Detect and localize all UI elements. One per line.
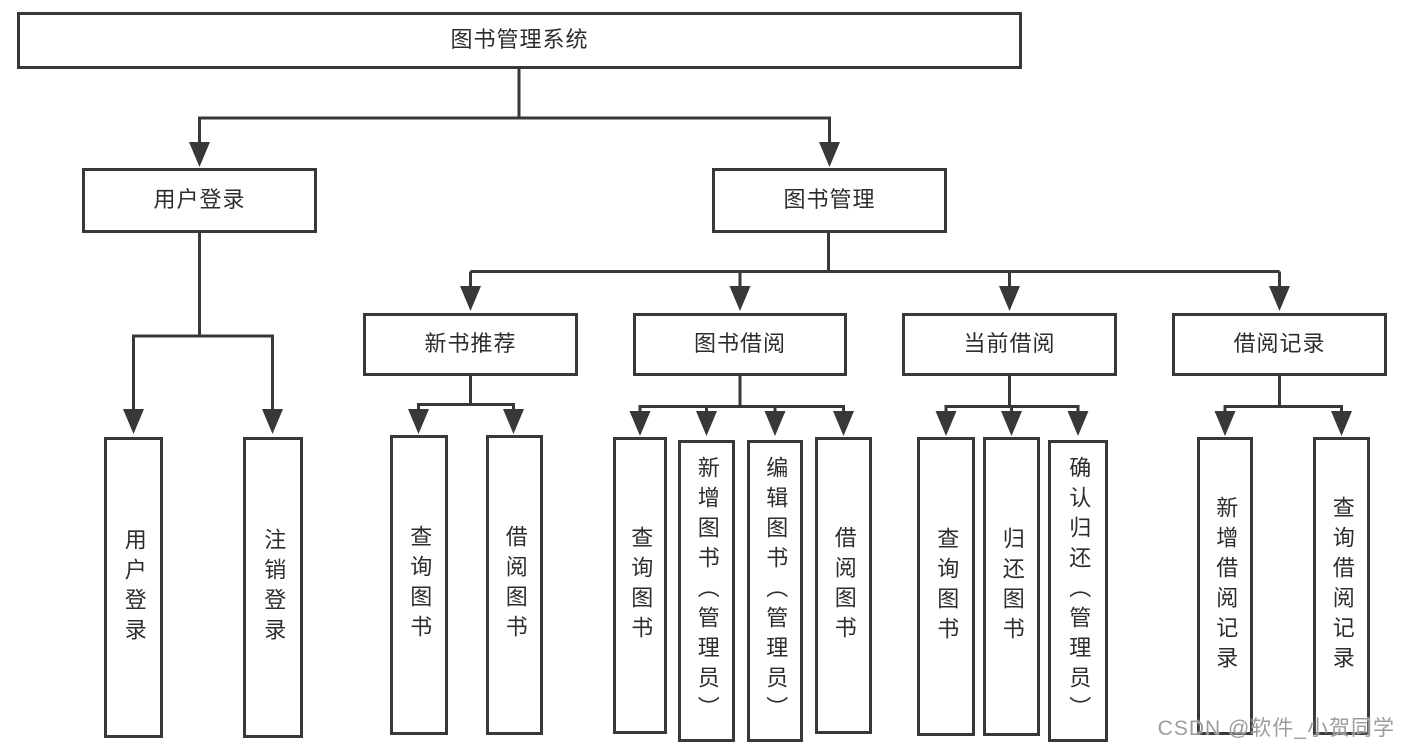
- connector-borrow-records-to-leaves: [1223, 375, 1343, 413]
- leaf-edit-book-admin: 编辑图书（管理员）: [747, 440, 803, 742]
- arrowheads-book-borrow-leaves: [629, 411, 854, 436]
- leaf-add-borrow-record: 新增借阅记录: [1197, 437, 1253, 735]
- leaf-query-books-borrow: 查询图书: [613, 437, 667, 734]
- node-library-management-system: 图书管理系统: [17, 12, 1022, 69]
- leaf-user-login: 用户登录: [104, 437, 163, 738]
- arrowheads-level2: [189, 142, 840, 167]
- node-current-borrowing: 当前借阅: [902, 313, 1117, 376]
- node-book-management: 图书管理: [712, 168, 947, 233]
- node-new-book-recommendation: 新书推荐: [363, 313, 578, 376]
- connector-new-book-to-leaves: [417, 375, 515, 411]
- connector-book-management-to-level3: [469, 233, 1281, 288]
- node-user-login: 用户登录: [82, 168, 317, 233]
- leaf-borrow-books: 借阅图书: [815, 437, 872, 734]
- leaf-add-book-admin: 新增图书（管理员）: [678, 440, 735, 742]
- leaf-query-borrow-record: 查询借阅记录: [1313, 437, 1370, 735]
- leaf-query-books-current: 查询图书: [917, 437, 975, 736]
- arrowheads-level3: [460, 286, 1290, 311]
- connector-user-login-to-leaves: [132, 233, 274, 411]
- arrowheads-new-book-leaves: [408, 409, 524, 434]
- leaf-query-books-recommend: 查询图书: [390, 435, 448, 735]
- node-borrowing-records: 借阅记录: [1172, 313, 1387, 376]
- leaf-confirm-return-admin: 确认归还（管理员）: [1048, 440, 1108, 742]
- node-book-borrowing: 图书借阅: [633, 313, 847, 376]
- connector-current-borrow-to-leaves: [944, 376, 1080, 413]
- csdn-watermark: CSDN @软件_小贺同学: [1157, 717, 1395, 740]
- arrowheads-borrow-records-leaves: [1214, 411, 1352, 436]
- arrowheads-user-login-leaves: [123, 409, 283, 434]
- arrowheads-current-borrow-leaves: [935, 411, 1089, 436]
- leaf-borrow-books-recommend: 借阅图书: [486, 435, 543, 735]
- connector-root-to-level2: [198, 69, 831, 144]
- leaf-return-books: 归还图书: [983, 437, 1040, 736]
- leaf-logout: 注销登录: [243, 437, 303, 738]
- connector-book-borrow-to-leaves: [638, 376, 845, 413]
